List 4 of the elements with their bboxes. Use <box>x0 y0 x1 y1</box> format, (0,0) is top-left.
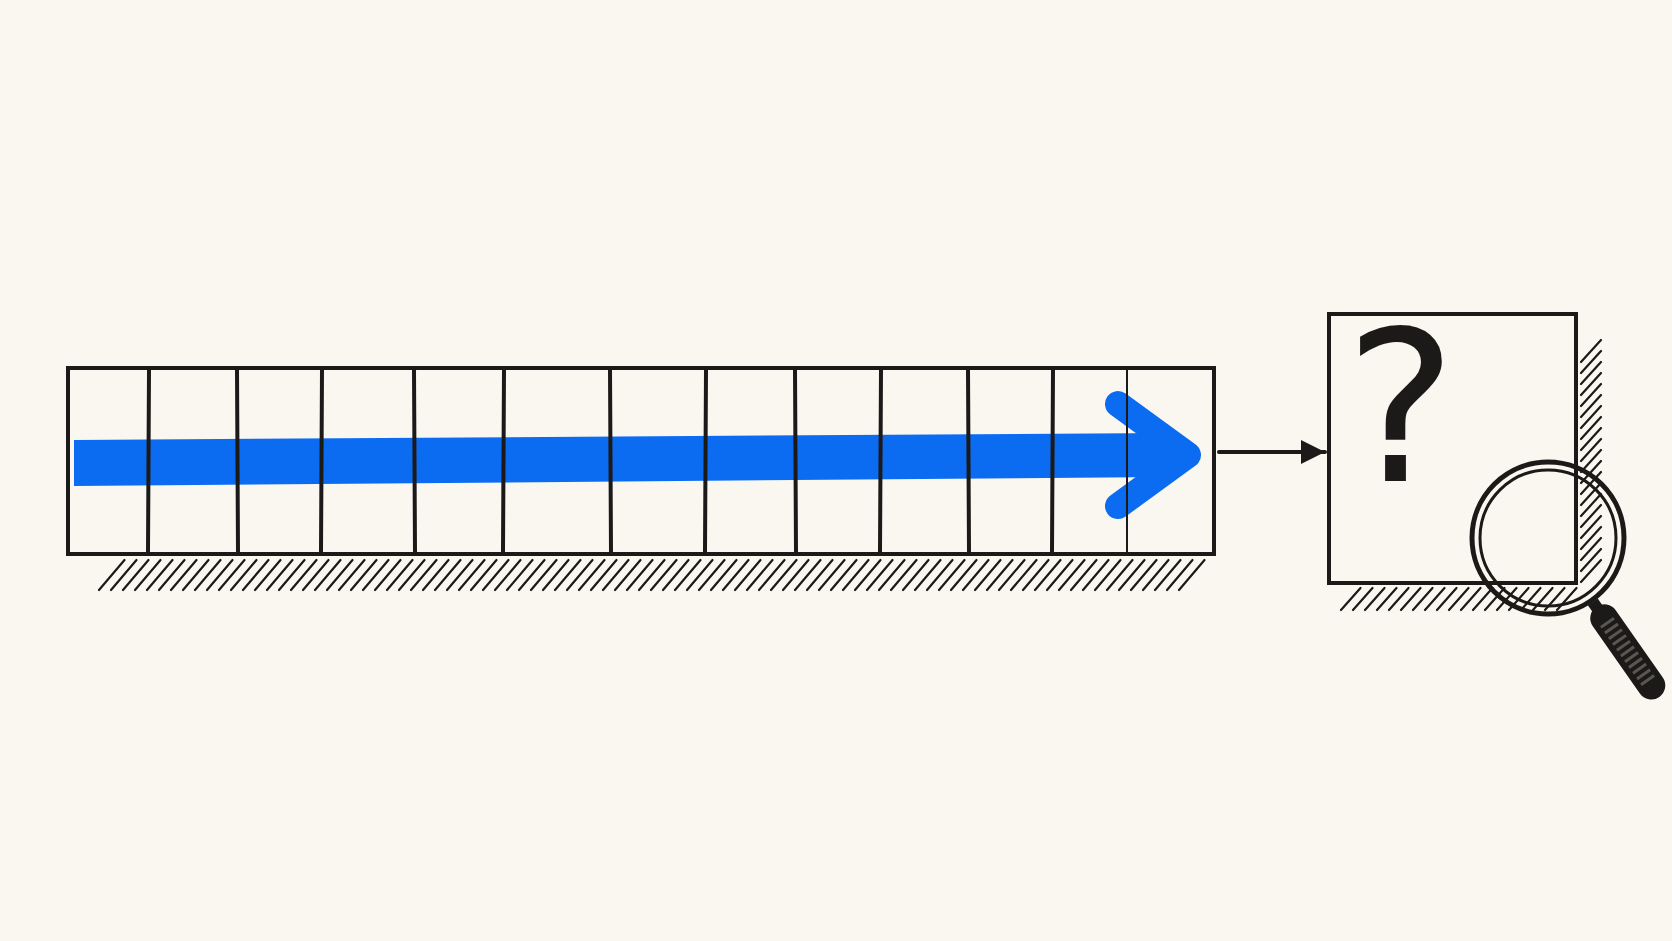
segmented-bar <box>66 366 1216 556</box>
arrow <box>1217 440 1327 464</box>
square-frame <box>1327 312 1578 585</box>
question-mark: ? <box>1345 325 1457 493</box>
